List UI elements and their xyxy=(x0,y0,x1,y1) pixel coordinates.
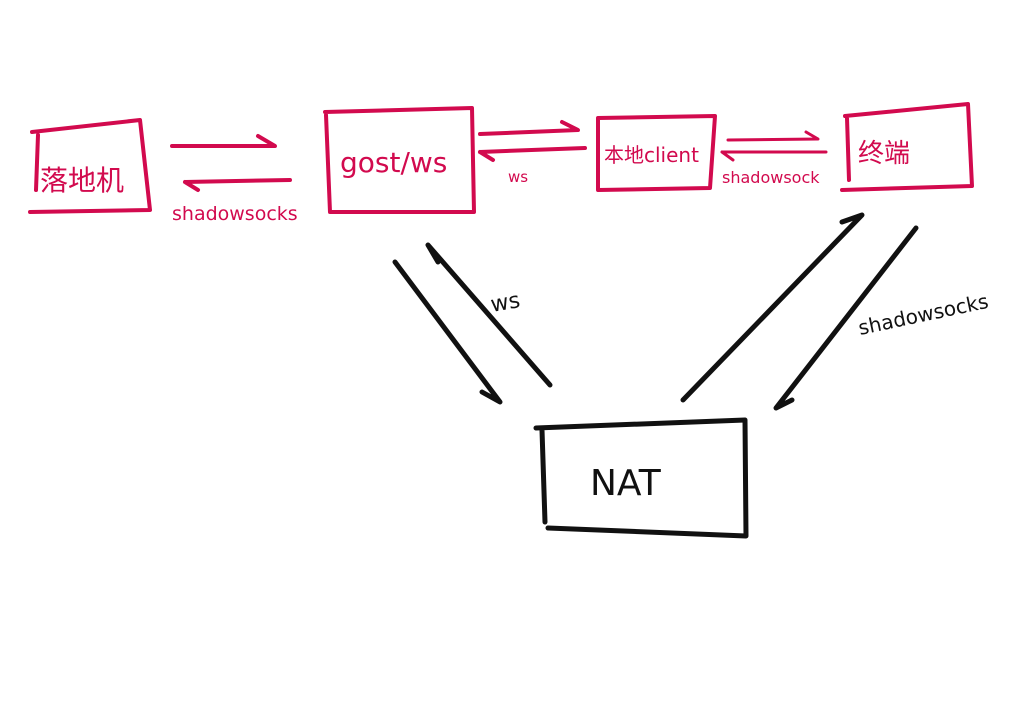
edge-local-terminal: shadowsock xyxy=(720,130,828,187)
node-terminal-label: 终端 xyxy=(858,139,910,169)
node-landing: 落地机 xyxy=(28,118,152,214)
node-nat-label: NAT xyxy=(590,463,662,504)
edge-terminal-nat: shadowsocks xyxy=(680,212,990,411)
node-local-client: 本地client xyxy=(596,114,717,192)
edge-label: shadowsock xyxy=(722,168,820,187)
edge-label: ws xyxy=(489,288,522,318)
node-gost-label: gost/ws xyxy=(340,146,447,179)
edge-label: shadowsocks xyxy=(856,289,990,340)
edge-gost-nat: ws xyxy=(392,242,553,405)
edge-label: ws xyxy=(508,168,528,186)
edge-landing-gost: shadowsocks xyxy=(170,134,298,225)
node-terminal: 终端 xyxy=(840,102,974,192)
node-local-client-label: 本地client xyxy=(604,143,699,167)
edge-label: shadowsocks xyxy=(172,203,298,225)
node-nat: NAT xyxy=(533,417,749,539)
edge-gost-local: ws xyxy=(478,120,587,186)
node-gost: gost/ws xyxy=(323,106,476,214)
node-landing-label: 落地机 xyxy=(40,164,124,197)
